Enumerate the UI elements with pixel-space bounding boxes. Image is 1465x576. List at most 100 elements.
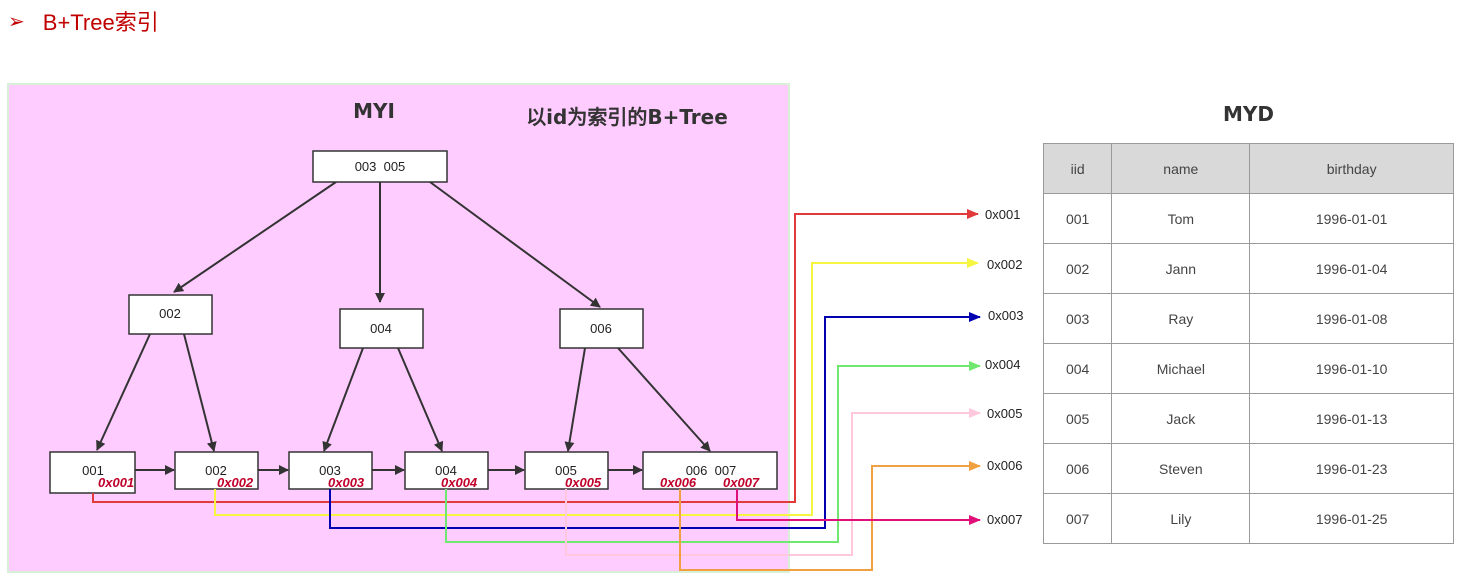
internal-node-key: 002 [159,306,181,321]
edge-006-005 [564,347,586,452]
cell-id: 007 [1042,493,1113,544]
pointer-line-0x007 [736,489,981,525]
cell-name: Jack [1111,393,1251,444]
leaf-node-3: 003 0x003 [288,451,373,490]
cell-id: 005 [1042,393,1113,444]
table-row: 003 Ray 1996-01-08 [1042,293,1454,344]
cell-name: Lily [1111,493,1251,544]
myd-title: MYD [1223,102,1274,126]
leaf-node-box [404,451,489,490]
page-heading: ➢ B+Tree索引 [8,6,159,36]
myd-table: iid name birthday 001 Tom 1996-01-01 002… [1042,143,1454,544]
internal-node-002: 002 [128,294,213,335]
table-row: 001 Tom 1996-01-01 [1042,193,1454,244]
pointer-line-0x005 [565,408,981,556]
pointer-label-0x005: 0x005 [987,406,1022,421]
leaf-node-keys: 006 007 [686,463,737,478]
internal-node-box [128,294,213,335]
column-header-name: name [1111,143,1251,194]
edge-004-004 [397,347,444,452]
pointer-label-0x002: 0x002 [987,257,1022,272]
myi-subtitle: 以id为索引的B+Tree [526,105,728,129]
cell-birthday: 1996-01-01 [1249,193,1454,244]
pointer-line-0x001 [92,209,979,503]
leaf-node-4: 004 0x004 [404,451,489,490]
root-node-keys: 003 005 [355,159,406,174]
internal-node-box [339,308,424,349]
leaf-node-keys: 002 [205,463,227,478]
cell-birthday: 1996-01-13 [1249,393,1454,444]
cell-id: 004 [1042,343,1113,394]
cell-id: 003 [1042,293,1113,344]
leaf-node-keys: 004 [435,463,457,478]
table-row: 002 Jann 1996-01-04 [1042,243,1454,294]
internal-node-box [559,308,644,349]
pointer-line-0x004 [445,361,981,543]
leaf-node-box [49,451,136,494]
cell-name: Michael [1111,343,1251,394]
leaf-address: 0x002 [217,475,254,490]
leaf-address: 0x007 [723,475,760,490]
leaf-node-1: 001 0x001 [49,451,136,494]
column-header-id: iid [1042,143,1113,194]
pointer-line-0x003 [329,312,981,529]
tree-edges [96,181,711,475]
leaf-node-keys: 001 [82,463,104,478]
edge-root-002 [173,181,337,293]
cell-id: 001 [1042,193,1113,244]
leaf-node-2: 002 0x002 [174,451,259,490]
cell-birthday: 1996-01-25 [1249,493,1454,544]
cell-name: Steven [1111,443,1251,494]
cell-birthday: 1996-01-08 [1249,293,1454,344]
table-row: 004 Michael 1996-01-10 [1042,343,1454,394]
pointer-connectors [92,209,981,571]
cell-name: Jann [1111,243,1251,294]
internal-node-004: 004 [339,308,424,349]
table-row: 007 Lily 1996-01-25 [1042,493,1454,544]
cell-id: 006 [1042,443,1113,494]
root-node: 003 005 [312,150,448,183]
edge-002-002 [183,333,217,452]
table-row: 005 Jack 1996-01-13 [1042,393,1454,444]
pointer-line-0x006 [679,461,981,571]
internal-node-key: 004 [370,321,392,336]
pointer-label-0x006: 0x006 [987,458,1022,473]
pointer-label-0x003: 0x003 [988,308,1023,323]
cell-name: Ray [1111,293,1251,344]
edge-002-001 [96,333,151,451]
leaf-node-6: 006 007 0x006 0x007 [642,451,778,490]
myi-title: MYI [353,99,395,123]
pointer-label-0x004: 0x004 [985,357,1020,372]
cell-birthday: 1996-01-04 [1249,243,1454,294]
leaf-node-keys: 005 [555,463,577,478]
internal-node-006: 006 [559,308,644,349]
edge-004-003 [322,347,364,452]
leaf-node-box [174,451,259,490]
pointer-label-0x007: 0x007 [987,512,1022,527]
edge-root-006 [429,181,601,308]
cell-birthday: 1996-01-23 [1249,443,1454,494]
column-header-birthday: birthday [1249,143,1454,194]
leaf-address: 0x004 [441,475,478,490]
root-node-box [312,150,448,183]
leaf-node-box [642,451,778,490]
leaf-node-keys: 003 [319,463,341,478]
leaf-address: 0x001 [98,475,134,490]
internal-node-key: 006 [590,321,612,336]
myd-header-row: iid name birthday [1042,143,1454,194]
edge-006-006 [617,347,711,452]
bullet-arrow-icon: ➢ [8,10,25,33]
pointer-label-0x001: 0x001 [985,207,1020,222]
leaf-node-box [524,451,609,490]
cell-id: 002 [1042,243,1113,294]
cell-birthday: 1996-01-10 [1249,343,1454,394]
leaf-address: 0x006 [660,475,697,490]
pointer-line-0x002 [214,258,979,516]
cell-name: Tom [1111,193,1251,244]
leaf-node-5: 005 0x005 [524,451,609,490]
page-title: B+Tree索引 [42,10,159,35]
leaf-address: 0x003 [328,475,365,490]
leaf-address: 0x005 [565,475,602,490]
table-row: 006 Steven 1996-01-23 [1042,443,1454,494]
